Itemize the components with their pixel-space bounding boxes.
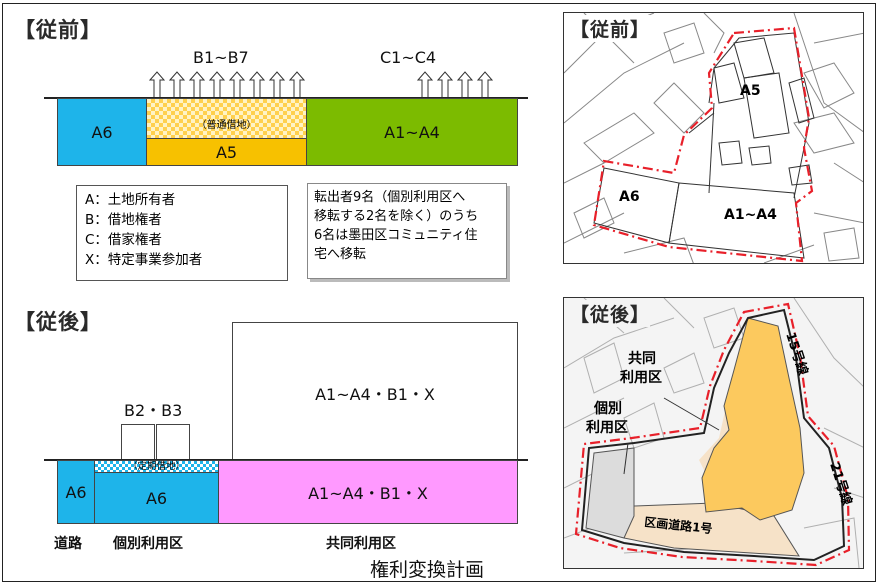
map-before: A5 A6 A1~A4 【従前】 [563, 12, 864, 264]
before-block-a6: A6 [57, 98, 147, 166]
legend-line: B：借地権者 [85, 212, 162, 228]
legend-line: X：特定事業参加者 [85, 252, 203, 268]
map-before-drawing: A5 A6 A1~A4 [564, 13, 863, 263]
zone-joint-label: 共同利用区 [326, 536, 396, 552]
zone-individual-label: 個別利用区 [113, 536, 183, 552]
map-after-joint-1: 共同 [628, 350, 656, 367]
note-line: 宅へ移転 [314, 247, 367, 262]
legend-line: A：土地所有者 [85, 192, 176, 208]
after-block-individual: A6 [94, 472, 219, 524]
legend-box: A：土地所有者 B：借地権者 C：借家権者 X：特定事業参加者 [76, 185, 288, 281]
after-house-right [156, 424, 190, 460]
map-before-a5: A5 [740, 83, 761, 99]
figure-caption: 権利変換計画 [370, 559, 485, 581]
map-after-heading: 【従後】 [570, 300, 651, 327]
after-fixed-lease-label: （定期借地） [127, 461, 185, 472]
after-tower-label: A1~A4・B1・X [315, 385, 435, 404]
after-block-individual-label: A6 [145, 488, 168, 508]
transfer-note: 転出者9名（個別利用区へ 移転する2名を除く）のうち 6名は墨田区コミュニティ住… [307, 183, 507, 279]
map-before-a1a4: A1~A4 [724, 207, 777, 223]
before-heading: 【従前】 [14, 18, 102, 42]
map-after-indiv-2: 利用区 [586, 419, 628, 436]
note-line: 転出者9名（個別利用区へ [314, 190, 466, 205]
before-leasehold-area: （普通借地） [146, 98, 307, 139]
after-block-road-label: A6 [65, 482, 87, 502]
before-c-label: C1~C4 [380, 48, 437, 67]
after-block-joint: A1~A4・B1・X [218, 460, 518, 524]
map-after-joint-2: 利用区 [620, 369, 662, 386]
after-block-road: A6 [57, 460, 95, 524]
before-block-a1a4: A1~A4 [306, 98, 518, 166]
map-before-a6: A6 [619, 189, 640, 205]
map-after-indiv-1: 個別 [593, 400, 622, 417]
zone-road-label: 道路 [54, 536, 82, 552]
before-block-a5: A5 [146, 138, 307, 166]
after-b-label: B2・B3 [124, 401, 183, 420]
after-block-joint-label: A1~A4・B1・X [308, 484, 428, 503]
after-house-left [121, 424, 155, 460]
before-b-label: B1~B7 [193, 48, 249, 67]
before-leasehold-label: （普通借地） [196, 120, 257, 131]
after-tower: A1~A4・B1・X [232, 322, 518, 460]
after-heading: 【従後】 [14, 310, 102, 334]
map-after-drawing: 共同 利用区 個別 利用区 15号線 21号線 区画道路1号 [564, 298, 863, 568]
figure-frame [2, 3, 876, 582]
map-before-heading: 【従前】 [570, 15, 651, 42]
before-block-a1a4-label: A1~A4 [384, 122, 440, 142]
map-after-road-ward: 区画道路1号 [644, 514, 714, 536]
before-block-a6-label: A6 [91, 122, 113, 142]
map-after-road-21: 21号線 [826, 460, 855, 508]
note-line: 移転する2名を除く）のうち [314, 209, 479, 224]
note-line: 6名は墨田区コミュニティ住 [314, 228, 478, 243]
map-after: 共同 利用区 個別 利用区 15号線 21号線 区画道路1号 【従後】 [563, 297, 864, 569]
outgoing-arrows [149, 71, 493, 99]
before-block-a5-label: A5 [215, 142, 238, 162]
legend-line: C：借家権者 [85, 232, 162, 248]
